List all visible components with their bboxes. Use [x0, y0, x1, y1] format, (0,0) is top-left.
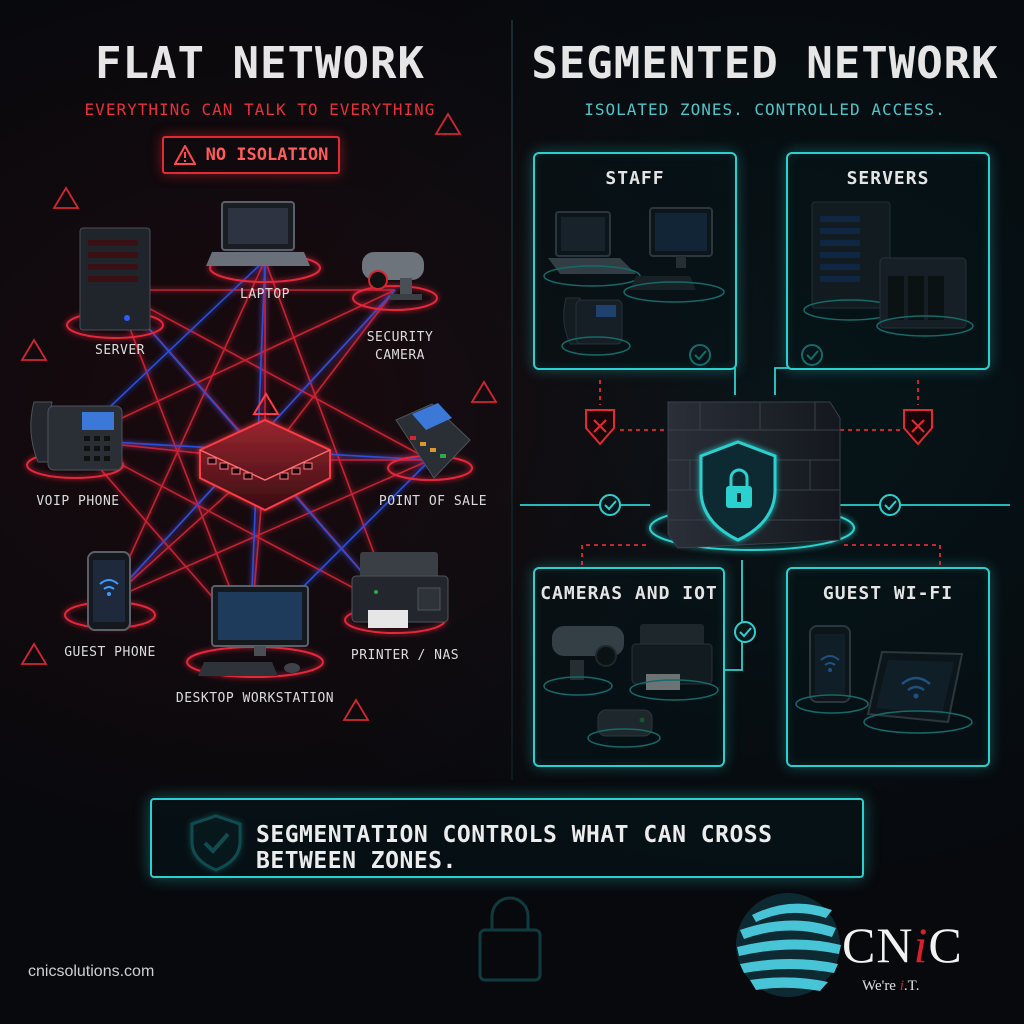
hub-switch [199, 418, 331, 512]
tagline-i: i [899, 978, 904, 994]
label-printer-nas: PRINTER / NAS [350, 648, 460, 663]
cnic-logo-wordmark: CNiC [842, 916, 963, 974]
voip-phone-icon [30, 401, 123, 471]
segmented-links [520, 367, 1010, 671]
tagline-pre: We're [862, 978, 900, 994]
background-lock-icon [478, 896, 542, 982]
flat-network-subtitle: EVERYTHING CAN TALK TO EVERYTHING [84, 100, 436, 119]
firewall-wall [649, 401, 855, 551]
tagline-post: .T. [903, 978, 920, 994]
label-point-of-sale: POINT OF SALE [378, 494, 488, 509]
no-isolation-label: NO ISOLATION [205, 145, 329, 165]
zone-servers: SERVERS [786, 152, 990, 370]
summary-banner-text: SEGMENTATION CONTROLS WHAT CAN CROSS BET… [256, 822, 773, 874]
printer-nas-icon [351, 552, 449, 628]
warning-icon [173, 145, 196, 165]
panel-divider [511, 20, 513, 780]
label-desktop-workstation: DESKTOP WORKSTATION [175, 691, 335, 706]
point-of-sale-icon [395, 403, 471, 479]
warning-markers [20, 112, 498, 721]
flat-network-title: FLAT NETWORK [95, 38, 425, 89]
security-camera-icon [362, 252, 424, 300]
label-camera: CAMERA [375, 348, 425, 363]
desktop-workstation-icon [198, 585, 309, 676]
zone-staff-title: STAFF [605, 168, 665, 189]
logo-wordmark-cn: CN [842, 917, 914, 973]
guest-phone-icon [87, 551, 131, 631]
website-link[interactable]: cnicsolutions.com [28, 963, 155, 980]
logo-wordmark-i: i [913, 917, 929, 973]
zone-servers-title: SERVERS [846, 168, 930, 189]
label-guest-phone: GUEST PHONE [64, 645, 156, 660]
blocked-x-markers [585, 409, 933, 446]
zone-guest-wifi-title: GUEST WI-FI [822, 583, 954, 604]
server-icon [79, 227, 151, 331]
label-voip-phone: VOIP PHONE [36, 494, 120, 509]
label-laptop: LAPTOP [240, 287, 290, 302]
segmented-network-title: SEGMENTED NETWORK [531, 38, 999, 89]
zone-cameras-iot: CAMERAS AND IOT [533, 567, 725, 767]
zone-guest-wifi: GUEST WI-FI [786, 567, 990, 767]
laptop-icon [206, 201, 310, 266]
zone-staff: STAFF [533, 152, 737, 370]
summary-banner: SEGMENTATION CONTROLS WHAT CAN CROSS BET… [150, 798, 864, 878]
segmented-network-subtitle: ISOLATED ZONES. CONTROLLED ACCESS. [584, 100, 946, 119]
cnic-tagline: We're i.T. [862, 978, 919, 995]
cnic-logo-globe [736, 893, 841, 997]
label-security: SECURITY [366, 330, 434, 345]
logo-wordmark-c: C [928, 917, 963, 973]
no-isolation-badge: NO ISOLATION [162, 136, 340, 174]
zone-cameras-iot-title: CAMERAS AND IOT [540, 583, 718, 604]
label-server: SERVER [95, 343, 145, 358]
